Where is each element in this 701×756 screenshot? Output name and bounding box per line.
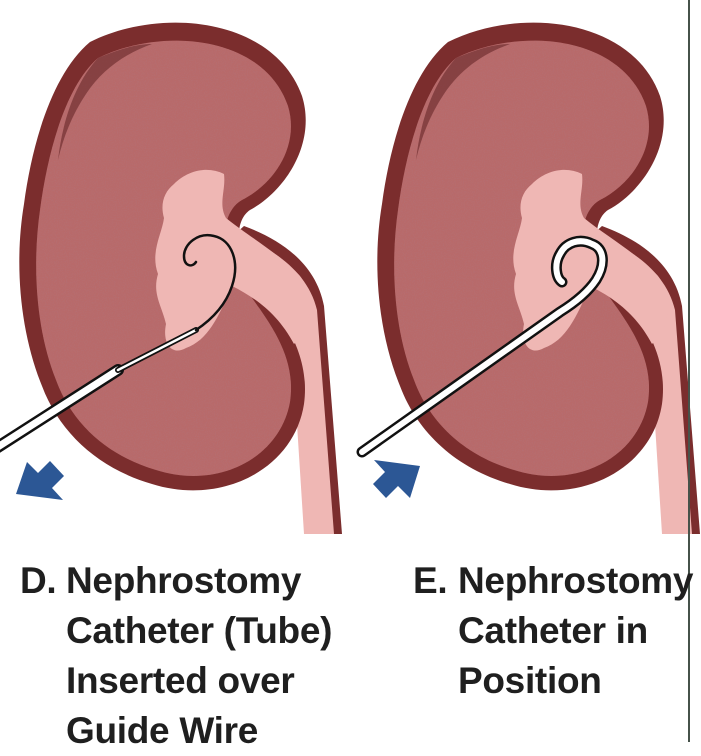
caption-d: D. Nephrostomy Catheter (Tube) Inserted … <box>20 556 332 756</box>
caption-e-line-3: Position <box>458 656 693 706</box>
kidney-d <box>19 23 342 534</box>
caption-e-line-2: Catheter in <box>458 606 693 656</box>
caption-d-line-1: Nephrostomy <box>66 556 332 606</box>
caption-d-line-3: Inserted over <box>66 656 332 706</box>
arrow-d-icon <box>16 461 64 500</box>
caption-d-line-2: Catheter (Tube) <box>66 606 332 656</box>
arrow-e-icon <box>373 460 420 498</box>
kidney-e <box>377 23 700 534</box>
caption-e: E. Nephrostomy Catheter in Position <box>413 556 693 706</box>
caption-d-letter: D. <box>20 556 66 756</box>
caption-e-line-1: Nephrostomy <box>458 556 693 606</box>
caption-e-letter: E. <box>413 556 458 706</box>
caption-d-line-4: Guide Wire <box>66 706 332 756</box>
